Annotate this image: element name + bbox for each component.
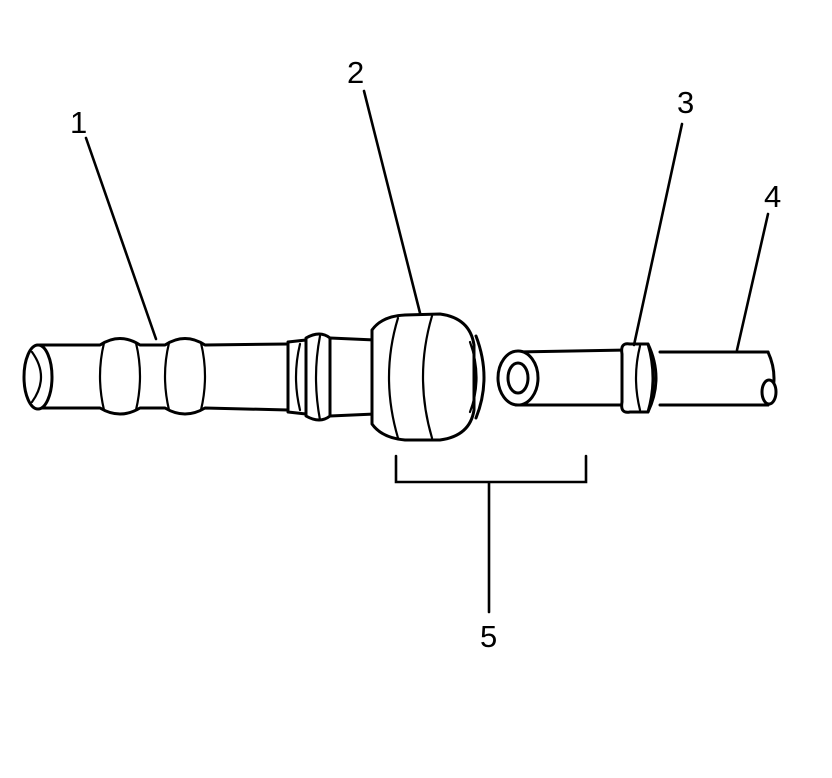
- hose-open-end: [22, 343, 54, 411]
- leader-line-2: [362, 89, 422, 315]
- hose-assembly: [22, 337, 290, 416]
- leader-line-4: [735, 212, 770, 352]
- callout-1: 1: [70, 105, 87, 140]
- female-fitting-body: [286, 312, 486, 442]
- bracket-5: [394, 454, 588, 614]
- callout-5: 5: [480, 619, 497, 654]
- male-tube: [496, 348, 778, 407]
- callout-2: 2: [347, 55, 364, 90]
- callout-3: 3: [677, 85, 694, 120]
- tube-bead-ring: [620, 342, 658, 414]
- leader-line-3: [632, 122, 684, 347]
- leader-line-1: [84, 136, 158, 341]
- callout-4: 4: [764, 179, 781, 214]
